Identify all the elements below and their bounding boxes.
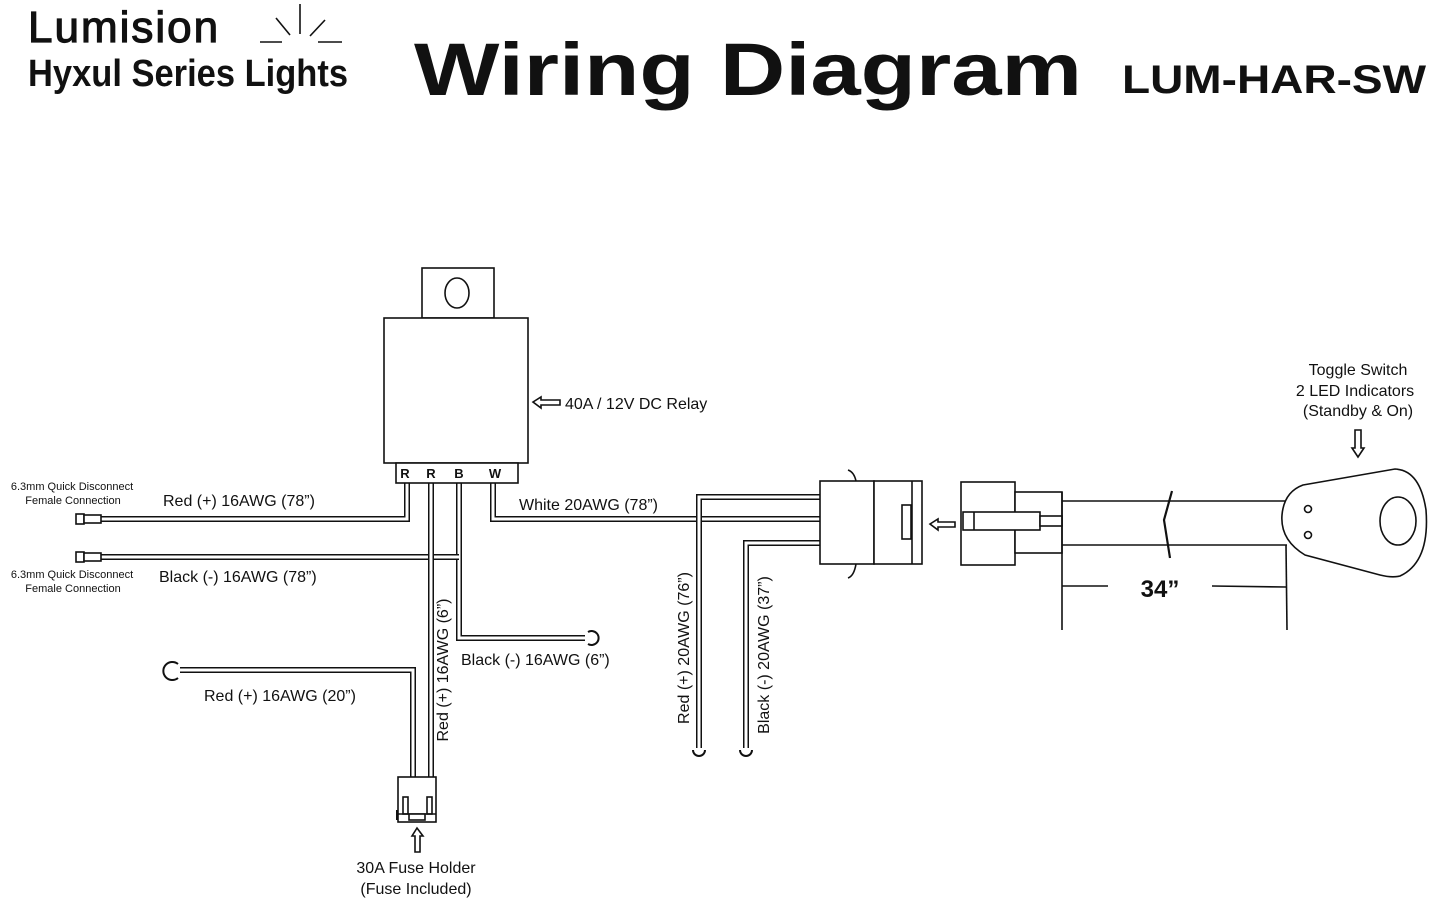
wire-label-white-78: White 20AWG (78”) <box>519 497 658 514</box>
switch-button-icon <box>1379 496 1417 546</box>
mount-hole-icon <box>444 277 470 309</box>
wire-label-red-6: Red (+) 16AWG (6”) <box>435 599 452 742</box>
relay-label: 40A / 12V DC Relay <box>565 396 707 413</box>
terminal-label: R <box>426 466 436 481</box>
wire-label-red-76: Red (+) 20AWG (76”) <box>676 572 693 724</box>
switch-label: 2 LED Indicators <box>1296 383 1414 400</box>
terminal-label: R <box>400 466 410 481</box>
terminal-label: W <box>489 466 502 481</box>
arrow-up-icon <box>410 826 425 853</box>
connector-label: 6.3mm Quick Disconnect <box>11 481 133 493</box>
logo-rays-icon <box>260 4 342 43</box>
switch-cable <box>1061 490 1288 631</box>
terminal-label: B <box>454 466 463 481</box>
connector-label: Female Connection <box>25 495 120 507</box>
fuse-label: (Fuse Included) <box>360 881 471 898</box>
arrow-left-icon <box>928 517 956 532</box>
toggle-switch <box>1281 468 1428 578</box>
led-indicator-icon <box>1303 504 1313 514</box>
switch-plug-connector <box>960 481 1063 566</box>
series-name: Hyxul Series Lights <box>28 53 348 95</box>
switch-label: (Standby & On) <box>1303 403 1413 420</box>
wire-label-black-37: Black (-) 20AWG (37”) <box>756 576 773 734</box>
fuse-holder <box>396 776 437 823</box>
harness-connector <box>819 469 923 579</box>
arrow-left-icon <box>531 395 561 410</box>
wire-label-red-20: Red (+) 16AWG (20”) <box>204 688 356 705</box>
switch-label: Toggle Switch <box>1309 362 1408 379</box>
wire-label-red-78: Red (+) 16AWG (78”) <box>163 493 315 510</box>
connector-label: 6.3mm Quick Disconnect <box>11 569 133 581</box>
model-number: LUM-HAR-SW <box>1122 58 1426 102</box>
quick-disconnect-icon <box>75 513 102 563</box>
relay: R R B W <box>383 267 529 484</box>
wire-label-black-78: Black (-) 16AWG (78”) <box>159 569 317 586</box>
wires <box>100 483 820 777</box>
arrow-down-icon <box>1350 429 1366 459</box>
ring-terminal-icon <box>162 630 753 757</box>
led-indicator-icon <box>1303 530 1313 540</box>
connector-label: Female Connection <box>25 583 120 595</box>
brand-logo: Lumision <box>28 3 220 52</box>
dimension-label: 34” <box>1141 576 1180 603</box>
page-title: Wiring Diagram <box>414 28 1082 111</box>
wire-label-black-6: Black (-) 16AWG (6”) <box>461 652 610 669</box>
fuse-label: 30A Fuse Holder <box>356 860 476 877</box>
